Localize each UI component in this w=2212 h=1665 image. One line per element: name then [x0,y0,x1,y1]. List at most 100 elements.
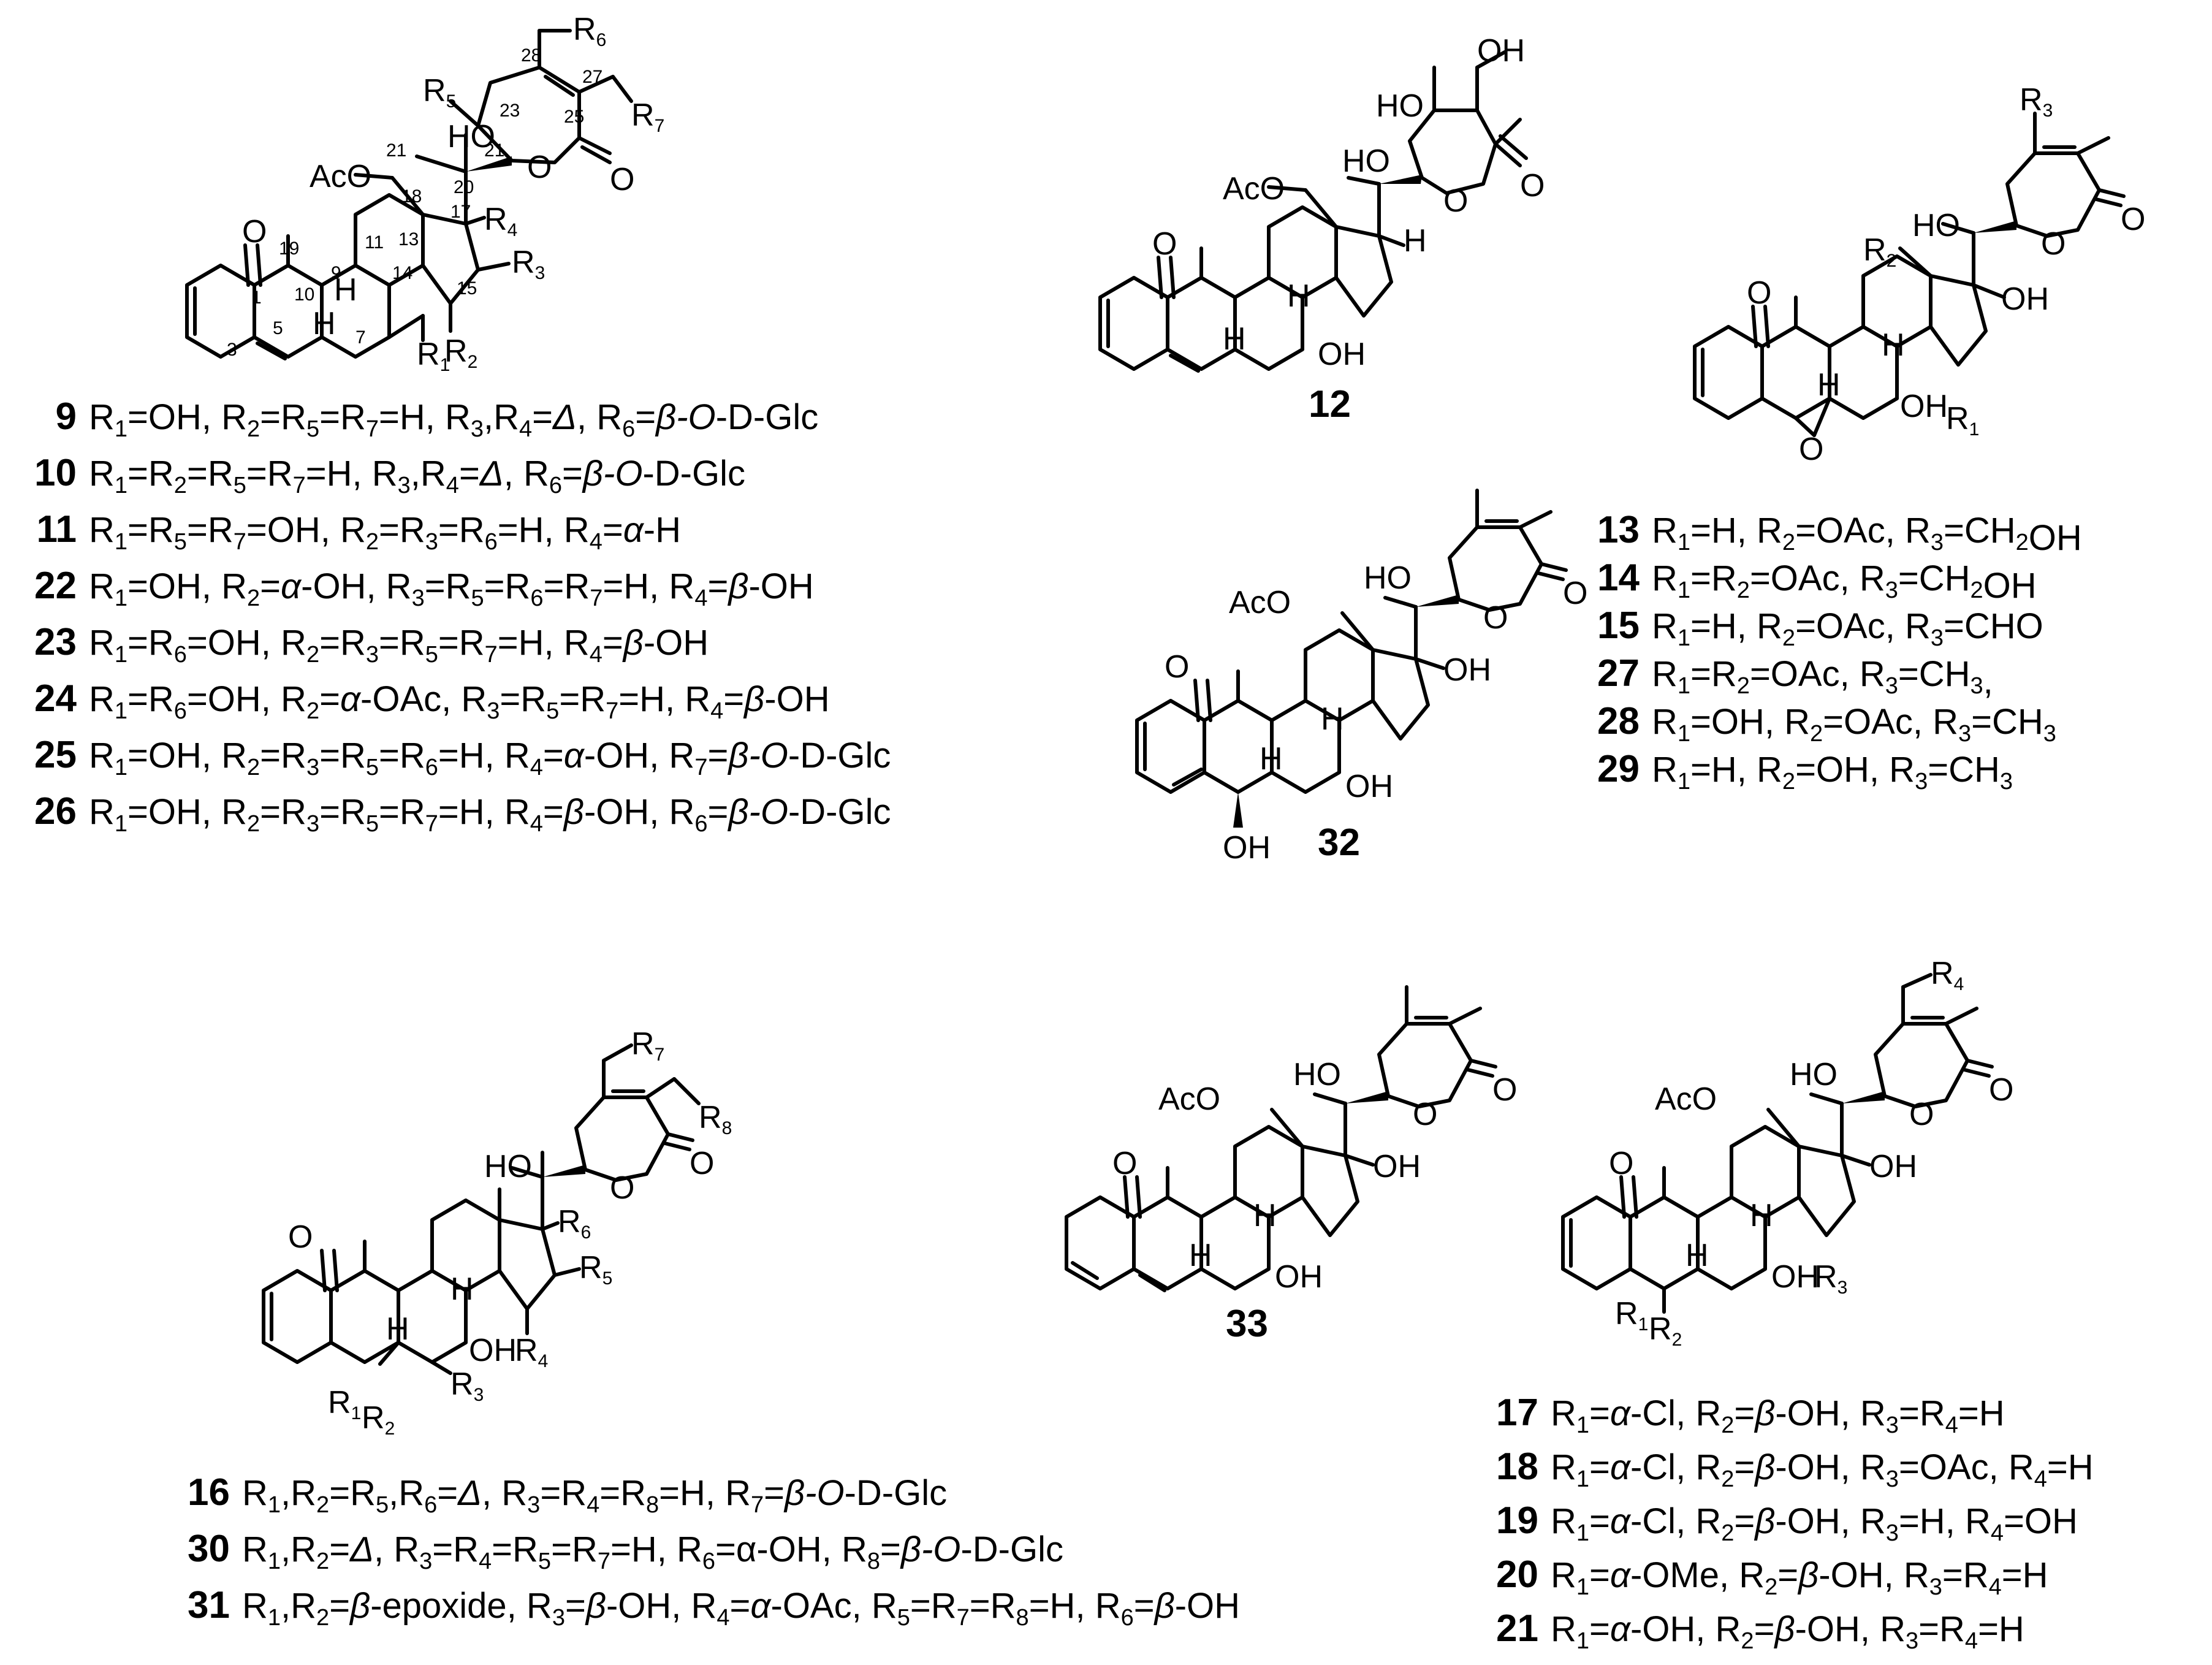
substituent-definition: R1,R2=R5,R6=Δ, R3=R4=R8=H, R7=β-O-D-Glc [242,1473,947,1518]
atom-number: 3 [227,340,237,360]
atom-number: 1 [251,288,262,308]
ketone-oxygen: O [1152,226,1177,262]
h-c8: H [1750,1198,1773,1233]
ho-c20: HO [447,119,495,154]
substituent-definition: R1=OH, R2=R3=R5=R6=H, R4=α-OH, R7=β-O-D-… [89,736,891,780]
substituent-definition: R1,R2=β-epoxide, R3=β-OH, R4=α-OAc, R5=R… [242,1586,1240,1631]
aco-group: AcO [310,159,371,194]
compound-number: 14 [1597,557,1640,599]
compound-number: 31 [188,1584,230,1626]
r3-label: R3 [512,245,545,283]
compound-number: 24 [34,677,77,720]
atom-number: 13 [398,229,419,250]
h-c8: H [334,272,357,308]
compound-number: 13 [1597,509,1640,551]
atom-number: 27 [582,67,602,87]
substituent-definition: R1=α-Cl, R2=β-OH, R3=OAc, R4=H [1551,1447,2094,1492]
atom-number: 25 [564,107,584,127]
r4-label: R4 [484,202,517,240]
substituent-definition: R1=H, R2=OAc, R3=CH2OH [1652,511,2082,558]
ho-group: HO [1364,560,1412,596]
ring-oxygen: O [610,1170,634,1206]
aco-group: AcO [1229,585,1291,620]
compound-number: 10 [34,452,77,494]
r1-label: R1 [417,337,450,375]
substituent-definition: R1=R2=OAc, R3=CH2OH [1652,558,2037,606]
ring-oxygen: O [527,150,552,185]
compound-label: 32 [1318,821,1360,864]
r6-label: R6 [573,12,606,50]
structure-17: R4 HO AcO O O OH O H H OH R3 R1 R2 [1561,956,2013,1350]
oh-c14: OH [1318,337,1366,372]
atom-number: 19 [279,238,299,259]
oh-c14: OH [1771,1259,1819,1295]
lactone-oxygen: O [1989,1072,2013,1108]
substituent-definition: R1=α-Cl, R2=β-OH, R3=H, R4=OH [1551,1501,2078,1546]
ho-a: HO [1376,88,1424,124]
ring-oxygen: O [1483,600,1508,636]
lactone-oxygen: O [610,162,634,197]
structure-13: R3 HO R2 O O OH O H H OH R1 O [1693,82,2145,467]
atom-number: 20 [454,177,474,197]
substituent-definition: R1=R2=R5=R7=H, R3,R4=Δ, R6=β-O-D-Glc [89,454,745,498]
substituent-definition: R1=H, R2=OAc, R3=CHO [1652,606,2043,651]
r4-label: R4 [515,1333,548,1371]
h-c8: H [1287,278,1310,314]
ketone-oxygen: O [288,1219,313,1255]
atom-number: 10 [294,284,314,305]
substituent-definition: R1=R2=OAc, R3=CH3, [1652,654,1993,701]
atom-number: 21 [386,140,406,161]
lactone-oxygen: O [1492,1072,1517,1108]
lactone-oxygen: O [690,1146,714,1181]
substituent-definition: R1=α-Cl, R2=β-OH, R3=R4=H [1551,1393,2005,1438]
atom-number: 23 [500,101,520,121]
oh-c14: OH [1345,769,1393,804]
oh-top: OH [1477,33,1525,69]
compound-number: 11 [36,508,77,551]
compound-label: 12 [1309,383,1351,425]
atom-number: 9 [331,263,341,283]
r2-label: R2 [1863,232,1896,271]
structure-33: HO AcO O O OH O H H OH 33 [1065,985,1517,1345]
r3-label: R3 [450,1366,484,1405]
oh-c17: OH [2001,281,2049,317]
ring-oxygen: O [1443,183,1468,219]
h-c9: H [1223,321,1246,357]
r4-label: R4 [1931,956,1964,994]
substituent-definition: R1,R2=Δ, R3=R4=R5=R7=H, R6=α-OH, R8=β-O-… [242,1530,1063,1574]
oh-c14: OH [469,1333,517,1368]
ketone-oxygen: O [242,214,267,250]
aco-group: AcO [1223,171,1285,207]
substituent-definition: R1=α-OMe, R2=β-OH, R3=R4=H [1551,1555,2048,1600]
compound-number: 20 [1496,1553,1538,1596]
h-c9: H [1817,367,1841,403]
structure-16: R7 R8 HO O O R6 R5 O H H OH R4 R3 R1 R2 [262,1026,732,1439]
r1-label: R1 [328,1385,361,1423]
r3-label: R3 [1814,1259,1847,1298]
ring-oxygen: O [1909,1097,1934,1132]
ketone-oxygen: O [1165,649,1189,685]
compound-number: 15 [1597,604,1640,647]
oh-c17: OH [1443,652,1491,688]
r7-label: R7 [631,97,664,136]
r2-label: R2 [362,1400,395,1439]
substituent-definition: R1=OH, R2=R3=R5=R7=H, R4=β-OH, R6=β-O-D-… [89,792,891,837]
compound-label: 33 [1226,1303,1268,1345]
compound-number: 22 [34,565,77,607]
compound-number: 28 [1597,700,1640,742]
compound-number: 29 [1597,748,1640,790]
substituent-definition: R1=OH, R2=OAc, R3=CH3 [1652,702,2056,747]
r6-label: R6 [558,1204,591,1243]
ho-b: HO [1342,143,1390,179]
r5-label: R5 [579,1250,612,1289]
substituent-definition: R1=R6=OH, R2=α-OAc, R3=R5=R7=H, R4=β-OH [89,679,830,724]
compound-number: 25 [34,734,77,776]
r2-label: R2 [1649,1311,1682,1350]
h-c9: H [1189,1238,1212,1273]
lactone-oxygen: O [1520,168,1545,204]
compound-number: 17 [1496,1392,1538,1434]
compound-number: 18 [1496,1446,1538,1488]
